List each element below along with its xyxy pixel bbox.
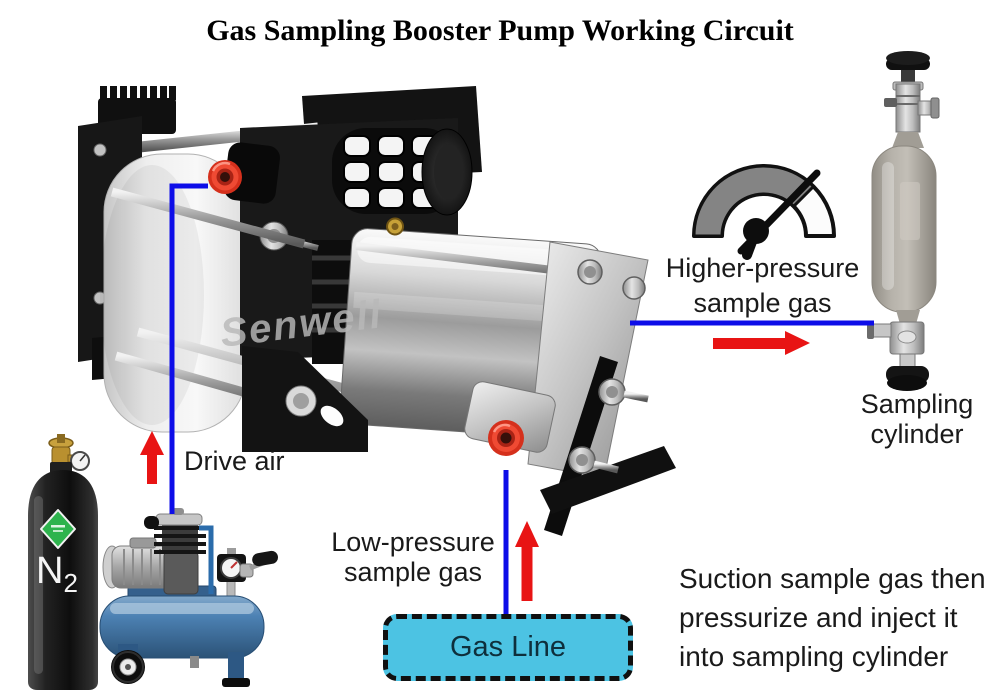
gas-line-box: Gas Line [383, 614, 633, 681]
flow-line-drive-air [169, 183, 208, 514]
label-sampling-cylinder: Sampling cylinder [852, 389, 982, 449]
n2-subscript: 2 [63, 568, 78, 598]
air-compressor-illustration [99, 508, 278, 687]
label-line: cylinder [870, 419, 964, 449]
label-line: into sampling cylinder [679, 641, 949, 672]
label-low-pressure-sample-gas: Low-pressure sample gas [318, 527, 508, 587]
n2-letter: N [36, 550, 64, 592]
pump-foot-bracket [242, 346, 368, 452]
label-line: Sampling [860, 389, 974, 419]
nitrogen-cylinder-illustration [28, 434, 98, 690]
label-drive-air: Drive air [184, 446, 285, 476]
pump-drive-port-red [208, 142, 280, 204]
arrow-drive-air [140, 431, 164, 484]
gas-line-label: Gas Line [449, 631, 567, 663]
label-line: sample gas [693, 288, 832, 318]
sampling-cylinder-illustration [867, 51, 940, 391]
label-suction-note: Suction sample gas then pressurize and i… [679, 559, 986, 676]
arrow-low-pressure [515, 521, 539, 601]
booster-pump-illustration [78, 86, 676, 536]
label-line: Higher-pressure [665, 253, 860, 283]
label-higher-pressure-sample-gas: Higher-pressure sample gas [655, 251, 870, 321]
label-line: sample gas [343, 557, 483, 587]
label-line: Low-pressure [331, 527, 495, 557]
flow-annotations [140, 183, 874, 614]
arrow-high-pressure [713, 331, 810, 355]
n2-label: N2 [36, 550, 78, 599]
n2-hazard-diamond [40, 509, 76, 549]
label-line: pressurize and inject it [679, 602, 958, 633]
pump-muffler [332, 128, 473, 216]
pump-outlet-port-red [464, 381, 556, 456]
pressure-gauge-icon [692, 164, 836, 260]
page-title: Gas Sampling Booster Pump Working Circui… [206, 14, 794, 47]
label-line: Suction sample gas then [679, 563, 986, 594]
